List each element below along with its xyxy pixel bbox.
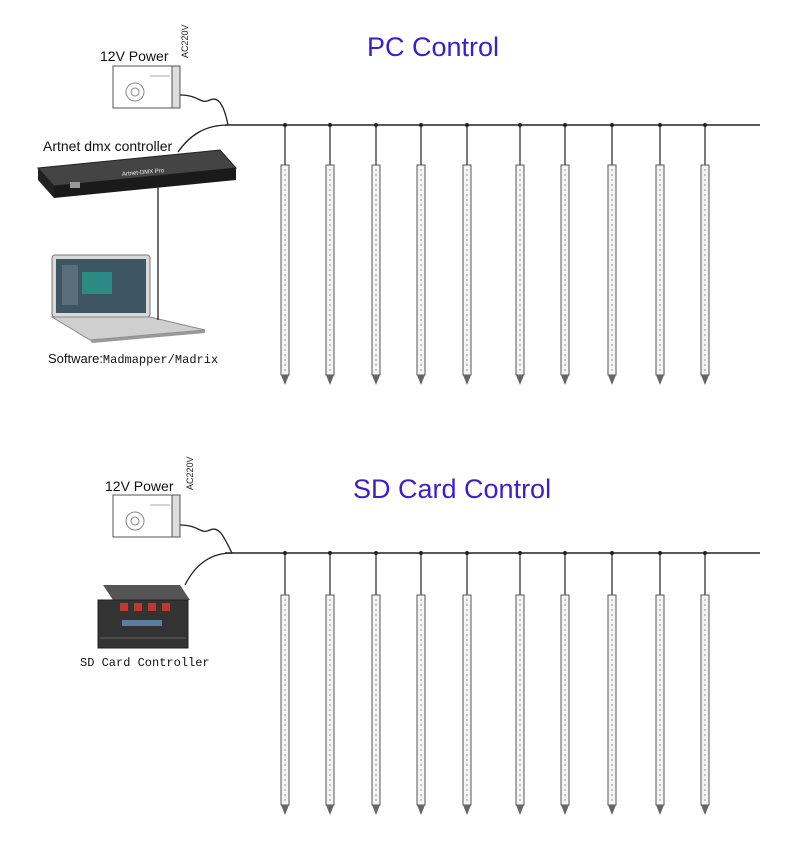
sd-feed-wire: [179, 524, 233, 554]
pc-led-tube-icon: [325, 123, 335, 385]
sd-led-tube-icon: [280, 551, 290, 815]
sd-controller-label: SD Card Controller: [80, 656, 210, 670]
sd-led-tube-icon: [462, 551, 472, 815]
pc-led-tube-icon: [371, 123, 381, 385]
led-tubes: [280, 123, 710, 815]
software-prefix: Software:: [48, 351, 103, 366]
sd-power-label: 12V Power: [105, 478, 174, 494]
software-name: Madmapper/Madrix: [102, 353, 219, 367]
pc-controller-label: Artnet dmx controller: [43, 138, 173, 154]
sd-led-tube-icon: [371, 551, 381, 815]
sd-power-supply-icon: [112, 494, 181, 538]
sd-led-tube-icon: [416, 551, 426, 815]
sd-led-tube-icon: [325, 551, 335, 815]
sd-led-tube-icon: [560, 551, 570, 815]
pc-feed-wire: [177, 124, 229, 153]
pc-dmx-controller-icon: [36, 149, 238, 198]
software-label: Software:Madmapper/Madrix: [48, 351, 218, 367]
pc-ac-label: AC220V: [180, 24, 190, 58]
pc-led-tube-icon: [462, 123, 472, 385]
pc-power-supply-icon: [112, 65, 181, 109]
pc-led-tube-icon: [607, 123, 617, 385]
wires: [157, 94, 760, 586]
sd-led-tube-icon: [515, 551, 525, 815]
sd-feed-wire: [184, 552, 233, 586]
sd-led-tube-icon: [655, 551, 665, 815]
pc-led-tube-icon: [515, 123, 525, 385]
sd-ac-label: AC220V: [185, 456, 195, 490]
pc-control-title: PC Control: [367, 32, 500, 62]
laptop-icon: [50, 254, 206, 343]
pc-led-tube-icon: [416, 123, 426, 385]
pc-feed-wire: [179, 94, 229, 126]
sd-control-title: SD Card Control: [353, 474, 552, 504]
pc-led-tube-icon: [700, 123, 710, 385]
sd-led-tube-icon: [607, 551, 617, 815]
pc-power-label: 12V Power: [100, 48, 169, 64]
pc-led-tube-icon: [655, 123, 665, 385]
pc-led-tube-icon: [280, 123, 290, 385]
sd-controller-icon: [97, 585, 190, 649]
pc-led-tube-icon: [560, 123, 570, 385]
sd-led-tube-icon: [700, 551, 710, 815]
